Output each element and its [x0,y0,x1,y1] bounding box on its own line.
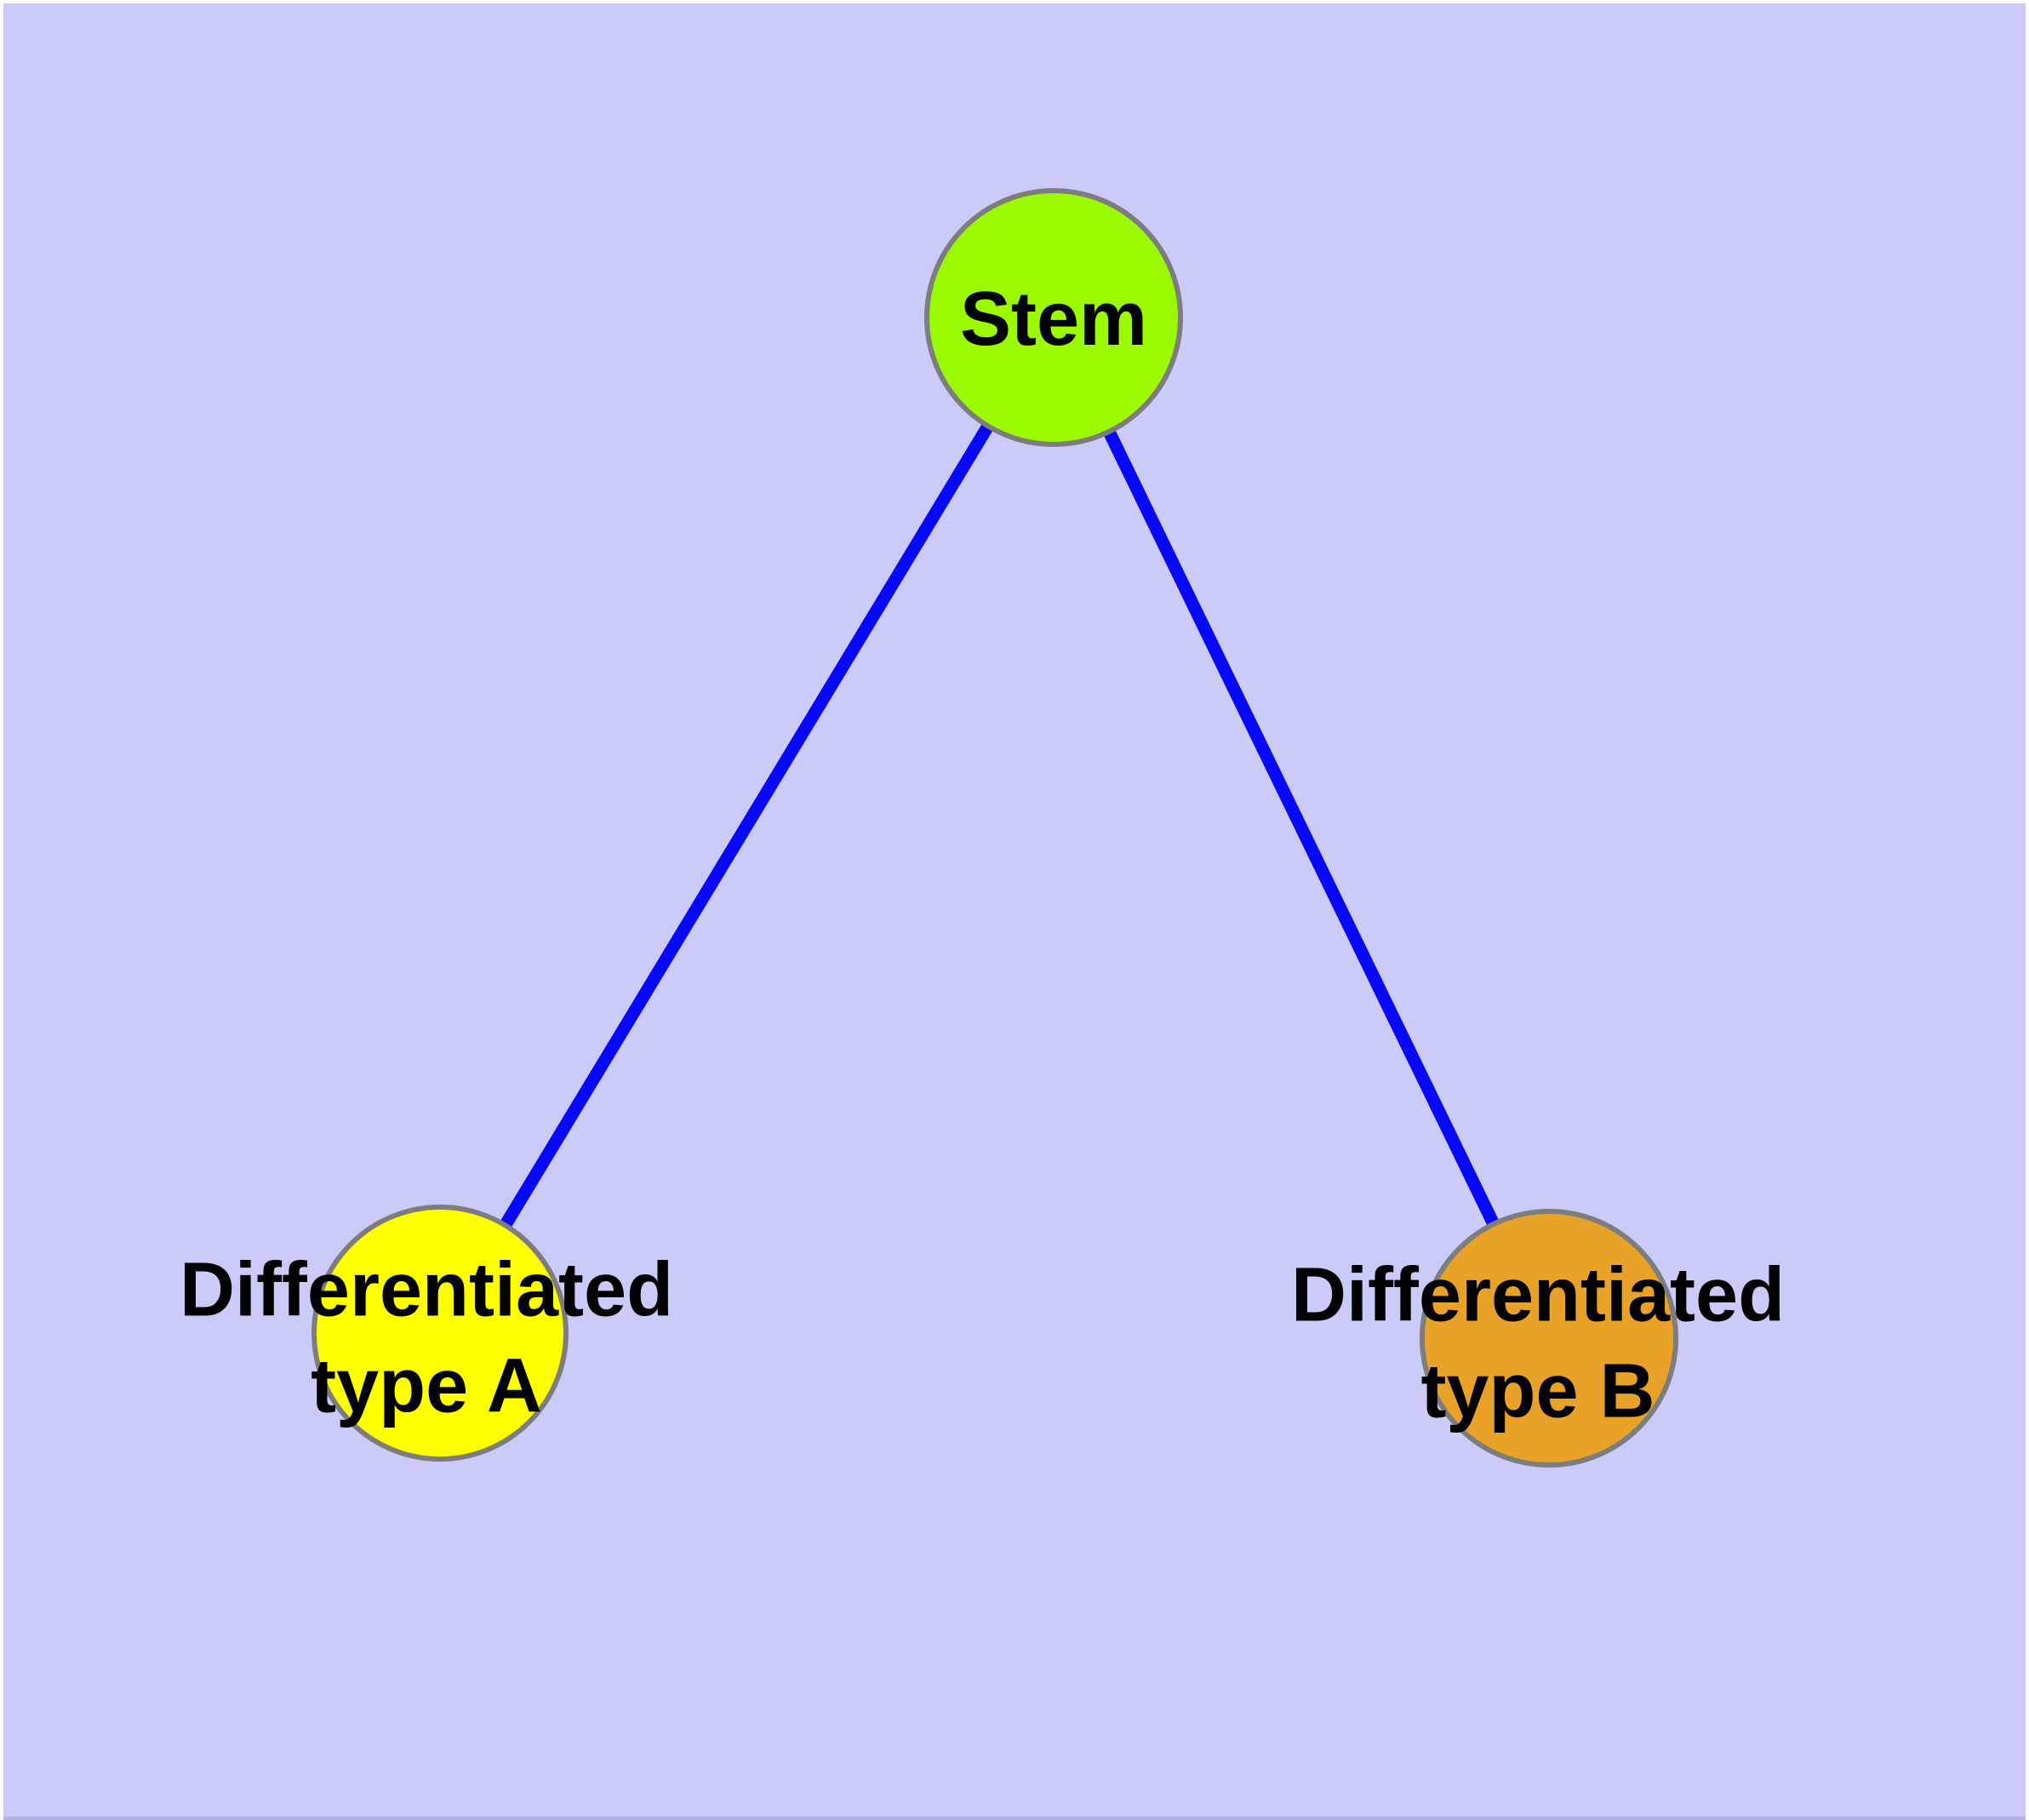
node-circle-type-b [1420,1209,1678,1468]
node-circle-type-a [311,1205,569,1462]
edge-stem-type-a [434,314,1060,1336]
edge-stem-type-b [1048,314,1555,1342]
node-circle-stem [924,188,1183,447]
